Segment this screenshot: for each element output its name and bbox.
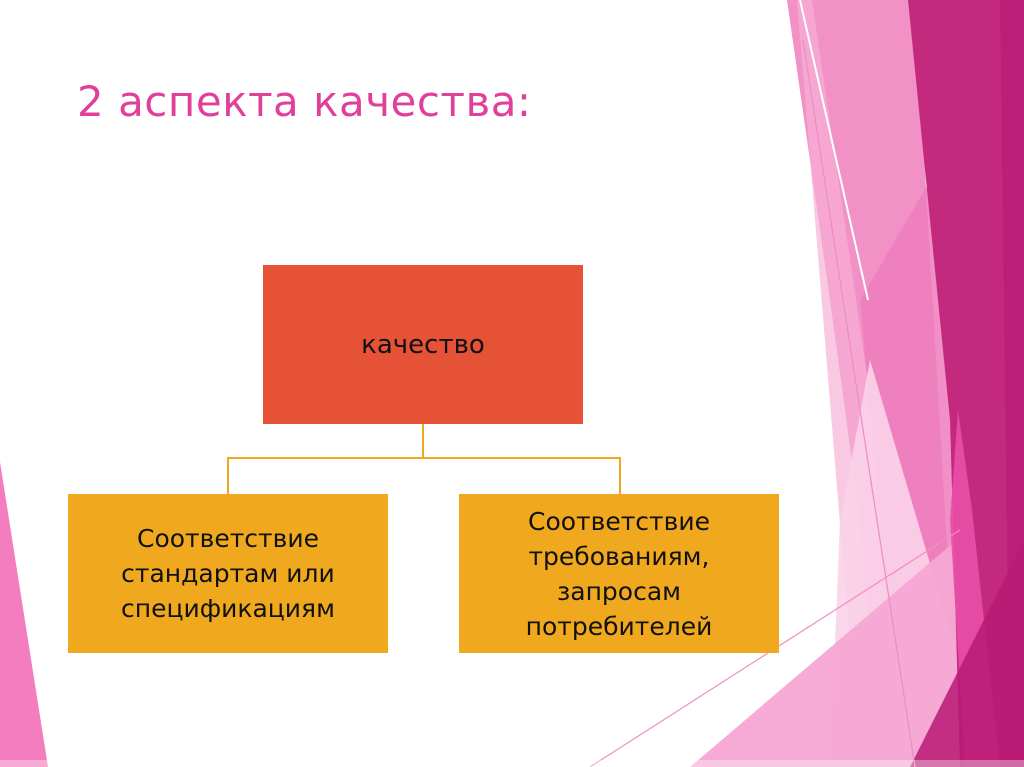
child-node-label: Соответствие требованиям, запросам потре… xyxy=(525,506,713,641)
slide-title: 2 аспекта качества: xyxy=(77,77,532,126)
root-node-label: качество xyxy=(361,329,485,360)
diagram-root-node: качество xyxy=(263,265,583,424)
connector-root-down xyxy=(422,424,424,458)
diagram-child-node-standards: Соответствие стандартам или спецификация… xyxy=(68,494,388,653)
connector-to-right-child xyxy=(619,457,621,494)
connector-to-left-child xyxy=(227,457,229,494)
connector-horizontal xyxy=(228,457,621,459)
diagram-child-node-consumers: Соответствие требованиям, запросам потре… xyxy=(459,494,779,653)
child-node-label: Соответствие стандартам или спецификация… xyxy=(121,524,335,623)
